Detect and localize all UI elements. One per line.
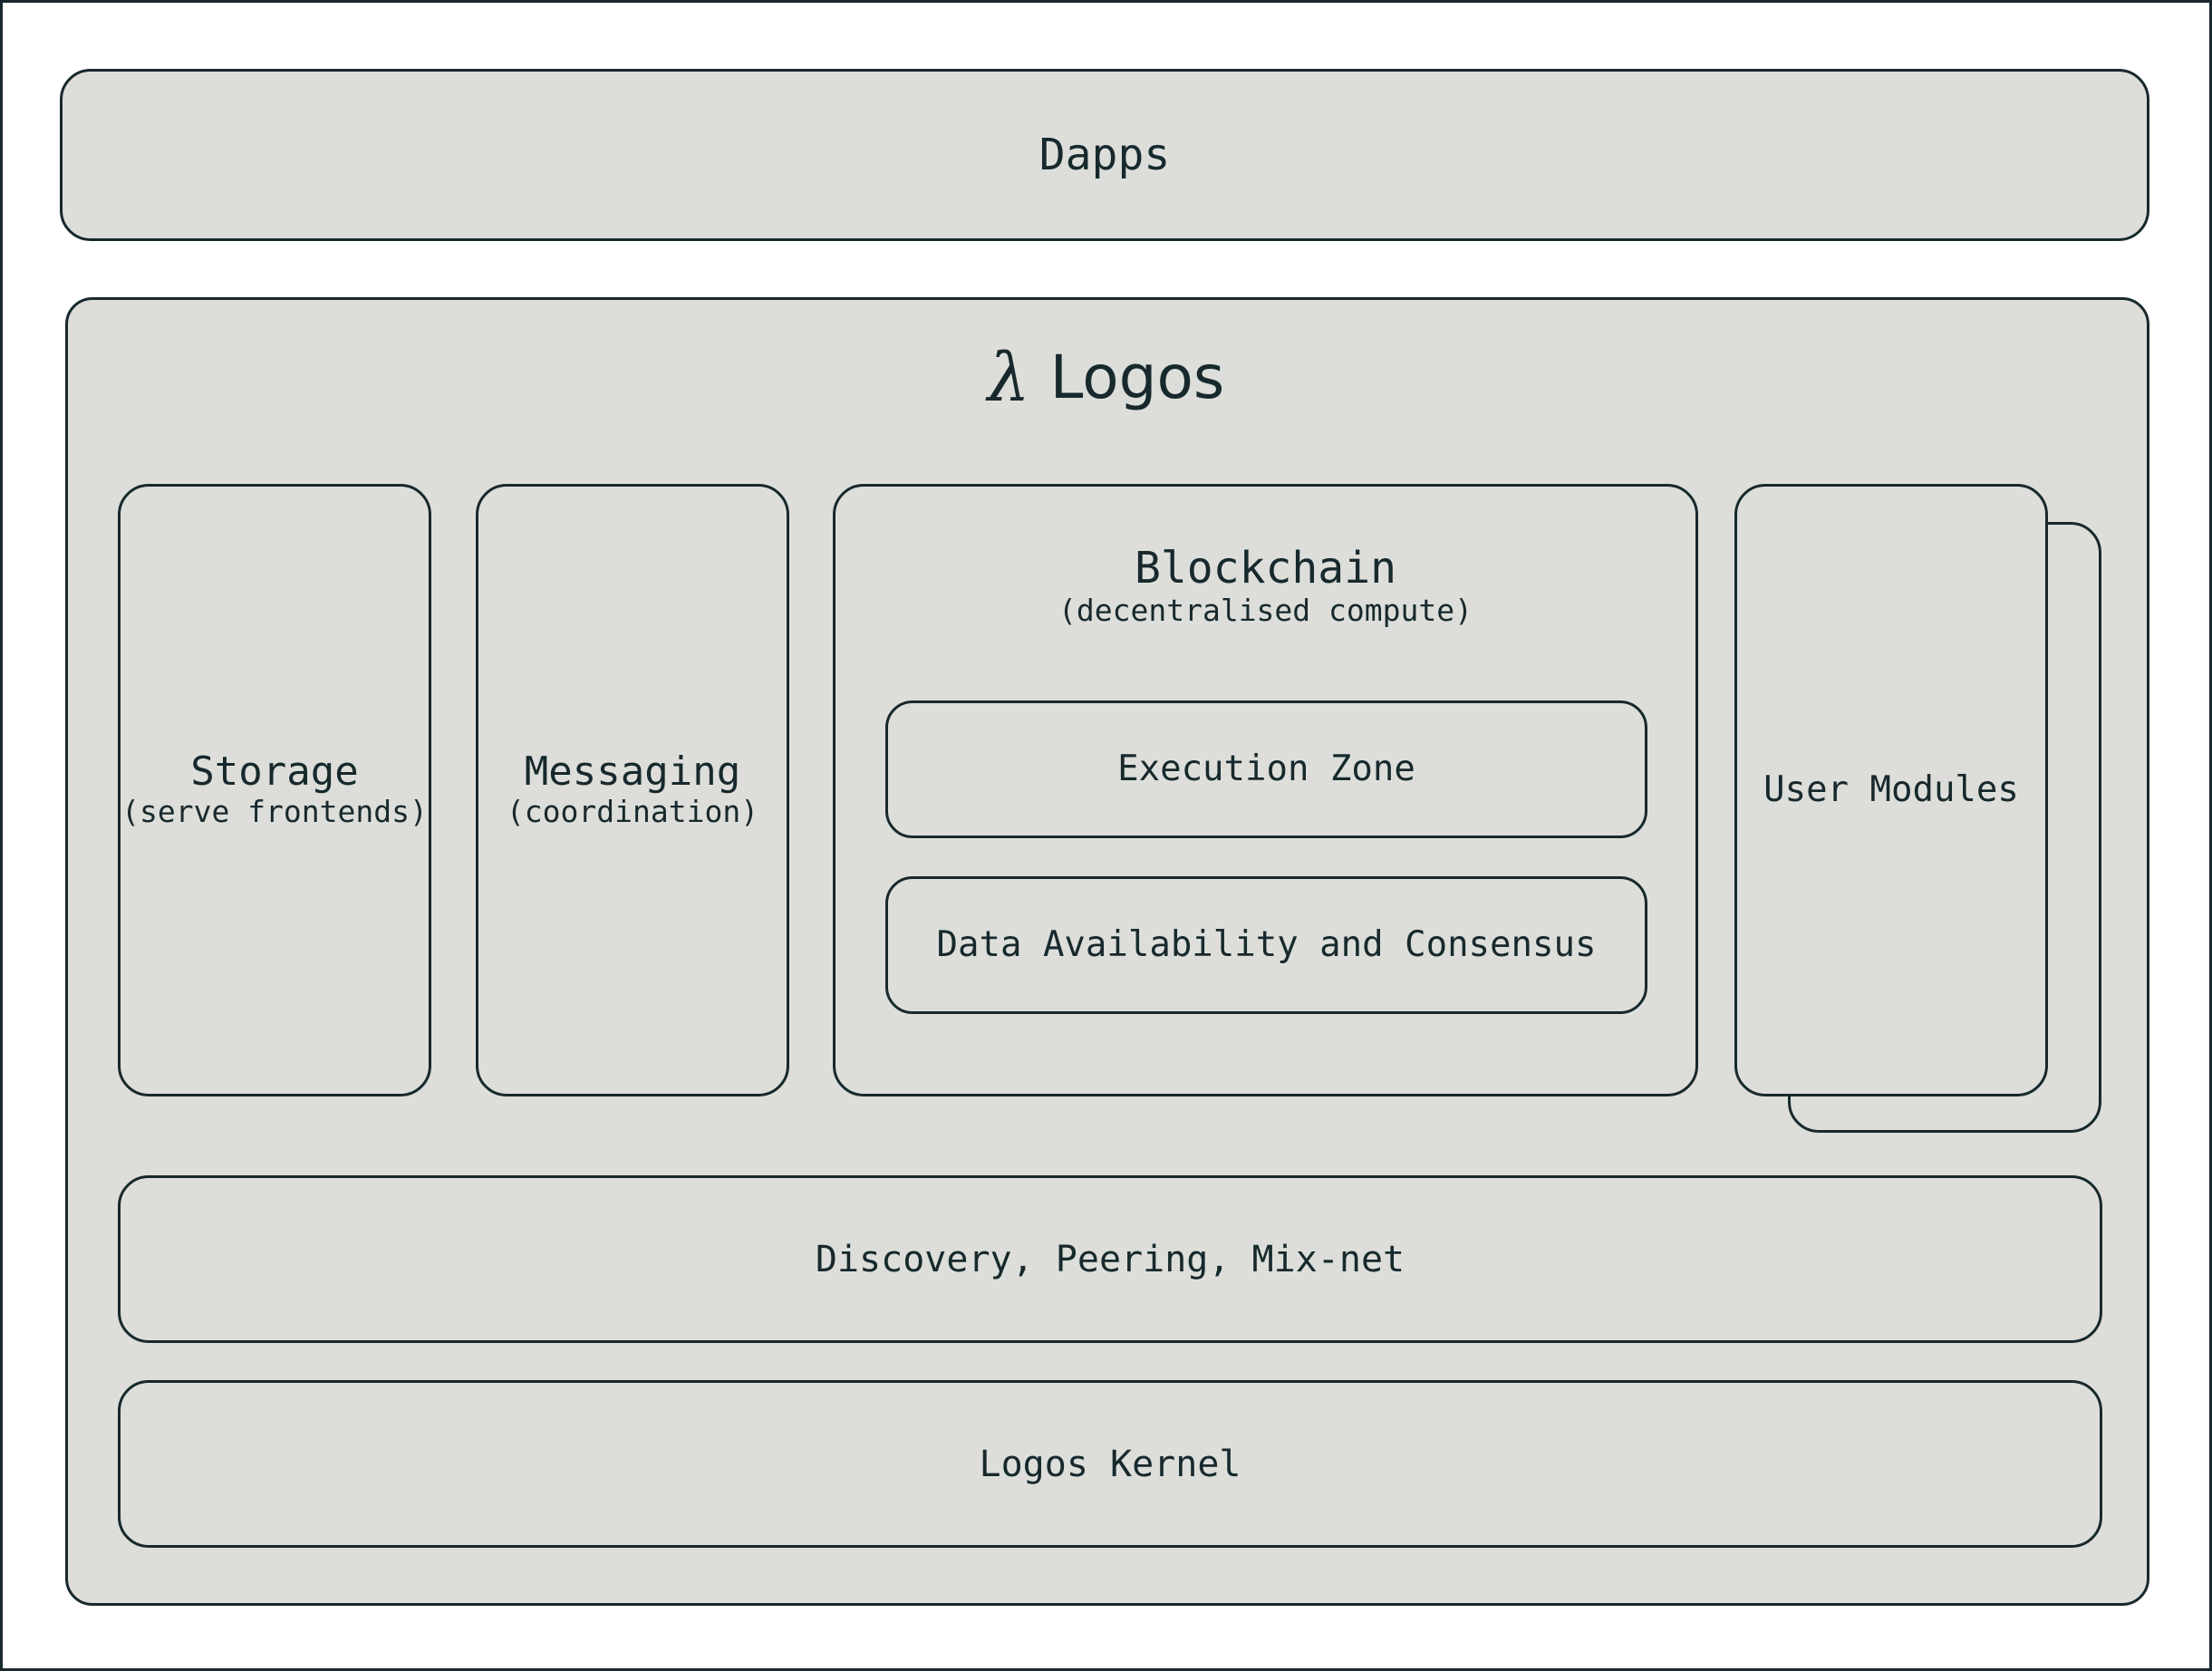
messaging-subtitle: (coordination) — [506, 794, 759, 830]
user-modules-label: User Modules — [1763, 768, 2019, 810]
logos-title-text: Logos — [1049, 343, 1225, 412]
blockchain-subtitle: (decentralised compute) — [1058, 592, 1473, 628]
storage-subtitle: (serve frontends) — [121, 794, 428, 830]
kernel-layer: Logos Kernel — [118, 1380, 2102, 1548]
user-modules-box: User Modules — [1734, 484, 2048, 1096]
execution-zone-label: Execution Zone — [1117, 748, 1415, 789]
messaging-title: Messaging — [524, 749, 741, 795]
logos-title: λ Logos — [0, 344, 2212, 411]
discovery-layer: Discovery, Peering, Mix-net — [118, 1175, 2102, 1343]
blockchain-title: Blockchain — [1135, 543, 1396, 594]
dapps-label: Dapps — [1038, 129, 1171, 180]
data-availability-box: Data Availability and Consensus — [885, 876, 1647, 1014]
execution-zone-box: Execution Zone — [885, 700, 1647, 838]
storage-module: Storage (serve frontends) — [118, 484, 431, 1096]
data-availability-label: Data Availability and Consensus — [936, 923, 1597, 965]
lambda-icon: λ — [987, 339, 1030, 417]
storage-title: Storage — [190, 749, 359, 795]
discovery-label: Discovery, Peering, Mix-net — [815, 1238, 1405, 1280]
messaging-module: Messaging (coordination) — [476, 484, 789, 1096]
dapps-layer: Dapps — [60, 69, 2149, 241]
kernel-label: Logos Kernel — [979, 1443, 1241, 1485]
blockchain-header: Blockchain (decentralised compute) — [836, 545, 1695, 628]
